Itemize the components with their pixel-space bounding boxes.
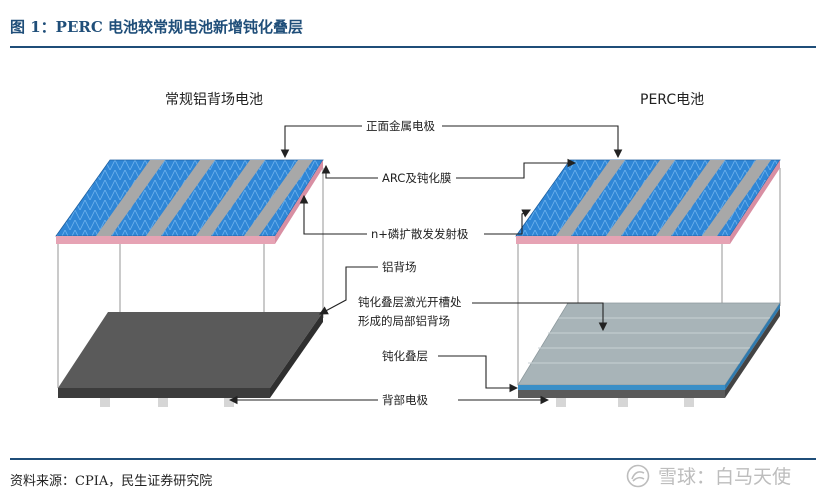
left-busbars (96, 160, 313, 236)
footer-divider (10, 458, 816, 460)
label-passivation-stack: 钝化叠层 (382, 349, 428, 363)
label-n-emitter: n+磷扩散发发射极 (371, 227, 469, 241)
label-al-bsf: 铝背场 (382, 260, 417, 274)
right-pink-edge (516, 236, 730, 244)
right-cell (515, 159, 781, 407)
label-laser-line2: 形成的局部铝背场 (358, 314, 450, 328)
right-cell-header: PERC电池 (640, 92, 704, 108)
figure-title: 图 1：PERC 电池较常规电池新增钝化叠层 (10, 18, 303, 36)
right-base-edge (518, 390, 725, 398)
leader-lines (228, 125, 623, 405)
source-note: 资料来源：CPIA，民生证券研究院 (10, 474, 213, 489)
title-divider (10, 46, 816, 48)
label-back-electrode: 背部电极 (382, 393, 428, 407)
xueqiu-logo-icon (626, 464, 650, 487)
left-back-electrodes (100, 398, 234, 407)
label-arc-passivation: ARC及钝化膜 (382, 171, 451, 185)
right-busbars (556, 160, 771, 236)
left-cell (55, 159, 324, 407)
left-cell-header: 常规铝背场电池 (165, 92, 263, 108)
left-al-bsf-layer (58, 312, 323, 388)
label-front-electrode: 正面金属电极 (366, 119, 435, 133)
watermark: 雪球：白马天使 (626, 462, 791, 489)
right-laser-grooves (528, 317, 770, 364)
left-pink-edge (56, 236, 275, 244)
left-base-edge (58, 388, 270, 398)
watermark-text: 雪球：白马天使 (658, 466, 792, 488)
label-laser-line1: 钝化叠层激光开槽处 (358, 295, 462, 309)
right-back-electrodes (556, 398, 694, 407)
